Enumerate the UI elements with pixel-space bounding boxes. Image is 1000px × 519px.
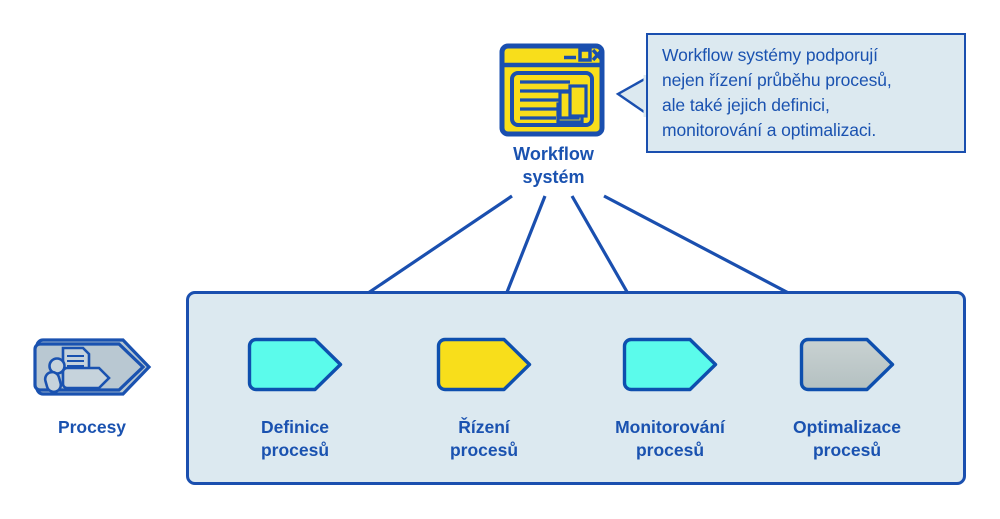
process-label-monitorovani: Monitorování procesů: [615, 417, 725, 460]
workflow-window-icon: [499, 43, 605, 137]
callout-box: Workflow systémy podporují nejen řízení …: [646, 33, 966, 153]
process-item-definice: Definice procesů: [205, 337, 385, 462]
pentagon-shape-definice: [247, 337, 343, 392]
callout-tail-icon: [615, 74, 650, 117]
process-item-optimalizace: Optimalizace procesů: [757, 337, 937, 462]
process-label-definice: Definice procesů: [260, 417, 330, 460]
process-item-rizeni: Řízení procesů: [394, 337, 574, 462]
pentagon-shape-monitorovani: [622, 337, 718, 392]
process-label-optimalizace: Optimalizace procesů: [793, 417, 901, 460]
pentagon-shape-rizeni: [436, 337, 532, 392]
callout-text: Workflow systémy podporují nejen řízení …: [662, 45, 892, 140]
procesy-group: Procesy: [18, 334, 166, 438]
procesy-label: Procesy: [57, 417, 127, 437]
process-label-rizeni: Řízení procesů: [449, 417, 519, 460]
processes-arrow-icon: [33, 338, 152, 396]
process-item-monitorovani: Monitorování procesů: [580, 337, 760, 462]
workflow-system-label: Workflow systém: [513, 144, 594, 187]
pentagon-shape-optimalizace: [799, 337, 895, 392]
